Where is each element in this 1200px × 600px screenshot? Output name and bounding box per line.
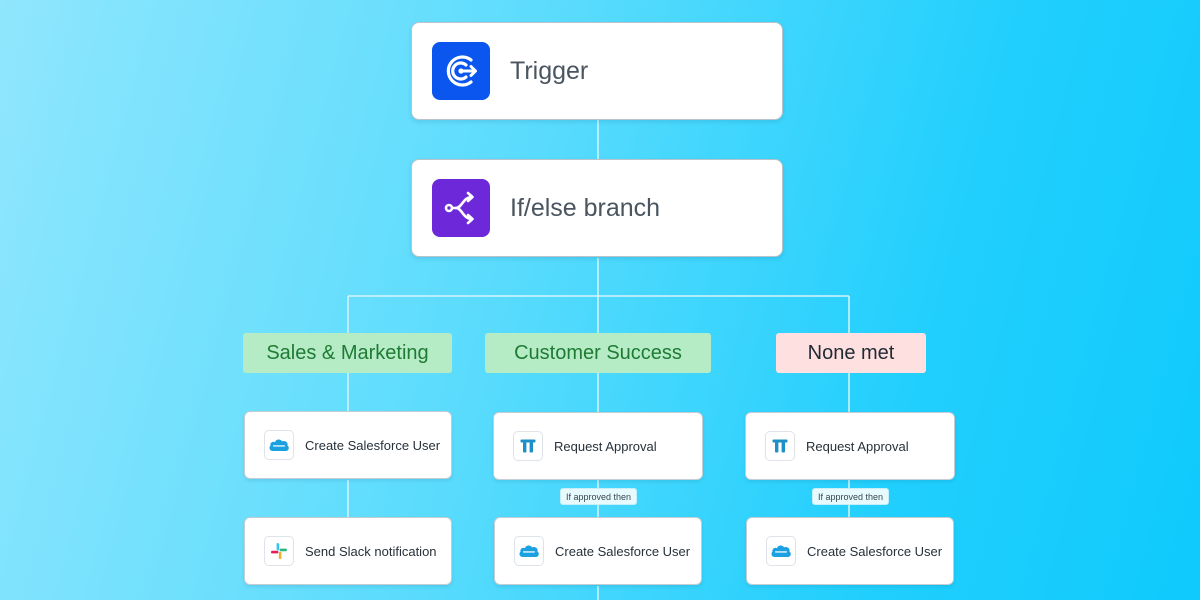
- step-label: Request Approval: [554, 438, 657, 454]
- condition-tag: If approved then: [812, 488, 890, 505]
- step-create-salesforce-user[interactable]: Create Salesforce User: [746, 517, 954, 585]
- branch-icon: [432, 179, 490, 237]
- salesforce-icon: [264, 430, 294, 460]
- trigger-label: Trigger: [510, 56, 589, 85]
- branch-label: If/else branch: [510, 193, 661, 222]
- step-request-approval[interactable]: Request Approval: [493, 412, 703, 480]
- if-else-branch-node[interactable]: If/else branch: [411, 159, 783, 257]
- slack-icon: [264, 536, 294, 566]
- branch-label-sales-marketing[interactable]: Sales & Marketing: [243, 333, 452, 373]
- salesforce-icon: [514, 536, 544, 566]
- step-label: Request Approval: [806, 438, 909, 454]
- salesforce-icon: [766, 536, 796, 566]
- step-label: Send Slack notification: [305, 543, 437, 559]
- step-label: Create Salesforce User: [305, 437, 441, 453]
- step-send-slack-notification[interactable]: Send Slack notification: [244, 517, 452, 585]
- branch-label-customer-success[interactable]: Customer Success: [485, 333, 711, 373]
- step-create-salesforce-user[interactable]: Create Salesforce User: [244, 411, 452, 479]
- step-create-salesforce-user[interactable]: Create Salesforce User: [494, 517, 702, 585]
- trigger-icon: [432, 42, 490, 100]
- condition-tag: If approved then: [560, 488, 638, 505]
- step-label: Create Salesforce User: [807, 543, 943, 559]
- branch-label-none-met[interactable]: None met: [776, 333, 926, 373]
- trigger-node[interactable]: Trigger: [411, 22, 783, 120]
- step-request-approval[interactable]: Request Approval: [745, 412, 955, 480]
- step-label: Create Salesforce User: [555, 543, 691, 559]
- approval-icon: [513, 431, 543, 461]
- approval-icon: [765, 431, 795, 461]
